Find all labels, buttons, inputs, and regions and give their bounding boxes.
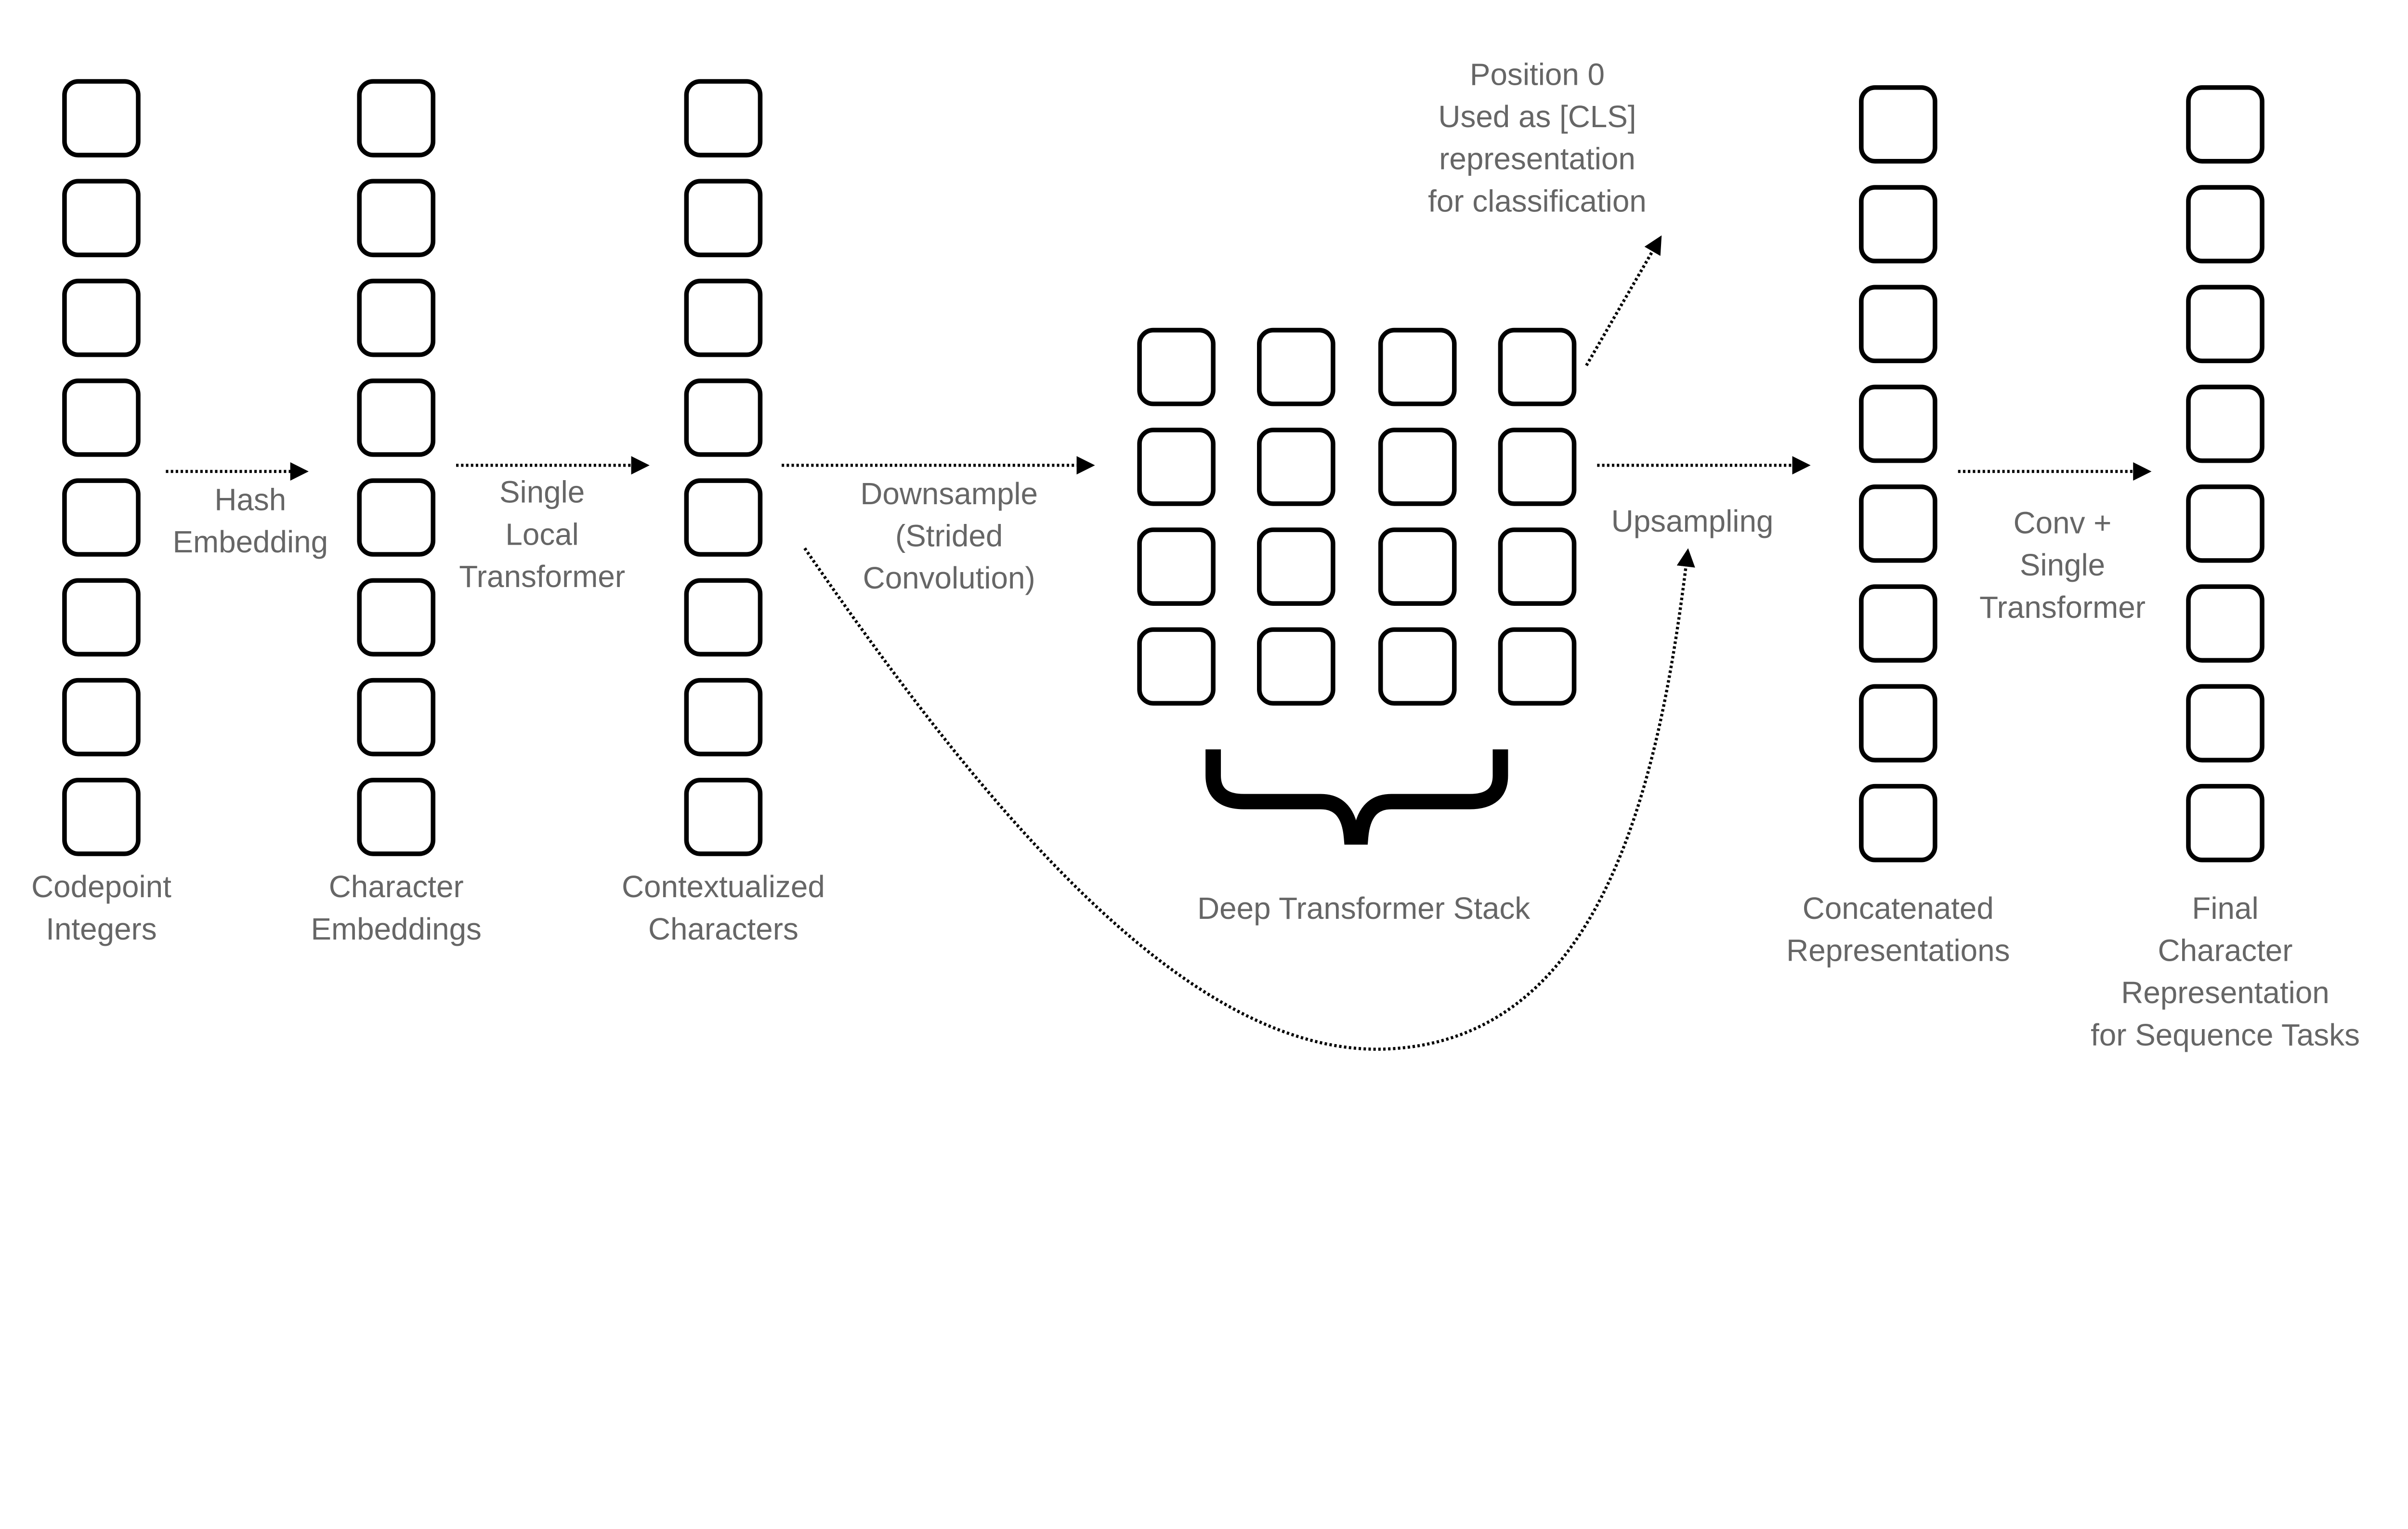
brace-icon: [1205, 749, 1508, 845]
single-local-transformer-label: Single: [499, 475, 585, 510]
single-local-transformer-label: Transformer: [459, 559, 625, 594]
codepoint-cell: [62, 678, 141, 757]
downsample-label: Convolution): [863, 561, 1035, 595]
transformer-stack-cell: [1137, 327, 1216, 406]
char-emb-label: Character: [329, 869, 464, 904]
codepoint-label: Codepoint: [31, 869, 171, 904]
deep-transformer-stack-label: Deep Transformer Stack: [1197, 891, 1530, 926]
codepoint-cell: [62, 179, 141, 258]
conv-single-transformer-label: Single: [2020, 548, 2105, 582]
concatenated-cell: [1859, 185, 1937, 263]
cls-position-label: for classification: [1428, 183, 1647, 218]
contextualized-cell: [684, 778, 763, 856]
final-cell: [2186, 285, 2264, 364]
contextualized-label: Contextualized: [622, 869, 825, 904]
final-cell: [2186, 684, 2264, 763]
canine-architecture-diagram: CodepointIntegersCharacterEmbeddingsCont…: [31, 57, 2360, 1052]
final-label: Character: [2158, 933, 2293, 967]
codepoint-cell: [62, 578, 141, 657]
concatenated-cell: [1859, 484, 1937, 563]
transformer-stack-cell: [1257, 627, 1335, 706]
final-cell: [2186, 484, 2264, 563]
codepoint-cell: [62, 778, 141, 856]
residual-skip-arrow: [803, 547, 1695, 1051]
char-emb-cell: [357, 678, 436, 757]
char-emb-cell: [357, 778, 436, 856]
transformer-stack-cell: [1498, 327, 1577, 406]
codepoint-cell: [62, 79, 141, 157]
concatenated-cell: [1859, 784, 1937, 863]
transformer-stack-cell: [1378, 627, 1457, 706]
hash-embedding-label: Embedding: [172, 524, 328, 559]
final-cell: [2186, 784, 2264, 863]
concatenated-cell: [1859, 384, 1937, 463]
contextualized-label: Characters: [648, 912, 798, 946]
contextualized-cell: [684, 678, 763, 757]
downsample-label: Downsample: [860, 476, 1038, 511]
char-emb-cell: [357, 278, 436, 357]
char-emb-cell: [357, 478, 436, 557]
transformer-stack-cell: [1498, 627, 1577, 706]
final-label: Final: [2192, 891, 2258, 926]
final-label: for Sequence Tasks: [2091, 1018, 2360, 1052]
contextualized-cell: [684, 379, 763, 457]
conv-single-transformer-label: Conv +: [2014, 505, 2112, 540]
conv-single-transformer-label: Transformer: [1979, 590, 2146, 625]
transformer-stack-cell: [1257, 428, 1335, 506]
final-cell: [2186, 384, 2264, 463]
cls-position-label: Position 0: [1470, 57, 1605, 91]
contextualized-cell: [684, 578, 763, 657]
concatenated-label: Concatenated: [1803, 891, 1994, 926]
final-label: Representation: [2121, 975, 2329, 1010]
transformer-stack-cell: [1257, 527, 1335, 606]
final-cell: [2186, 185, 2264, 263]
transformer-stack-cell: [1498, 527, 1577, 606]
final-cell: [2186, 85, 2264, 164]
contextualized-cell: [684, 79, 763, 157]
concatenated-cell: [1859, 684, 1937, 763]
transformer-stack-cell: [1378, 327, 1457, 406]
downsample-label: (Strided: [895, 519, 1003, 553]
char-emb-cell: [357, 379, 436, 457]
codepoint-cell: [62, 278, 141, 357]
contextualized-cell: [684, 278, 763, 357]
contextualized-cell: [684, 478, 763, 557]
transformer-stack-cell: [1498, 428, 1577, 506]
char-emb-label: Embeddings: [311, 912, 481, 946]
transformer-stack-cell: [1257, 327, 1335, 406]
char-emb-cell: [357, 578, 436, 657]
concatenated-cell: [1859, 285, 1937, 364]
transformer-stack-cell: [1137, 627, 1216, 706]
contextualized-cell: [684, 179, 763, 258]
hash-embedding-label: Hash: [214, 483, 286, 517]
transformer-stack-cell: [1137, 428, 1216, 506]
concatenated-cell: [1859, 85, 1937, 164]
codepoint-cell: [62, 478, 141, 557]
codepoint-cell: [62, 379, 141, 457]
final-cell: [2186, 584, 2264, 663]
cls-arrow: [1585, 235, 1662, 366]
cls-position-label: Used as [CLS]: [1438, 99, 1636, 134]
transformer-stack-cell: [1137, 527, 1216, 606]
cls-position-label: representation: [1439, 142, 1636, 176]
transformer-stack-cell: [1378, 428, 1457, 506]
concatenated-cell: [1859, 584, 1937, 663]
concatenated-label: Representations: [1786, 933, 2010, 967]
char-emb-cell: [357, 79, 436, 157]
transformer-stack-cell: [1378, 527, 1457, 606]
codepoint-label: Integers: [46, 912, 157, 946]
single-local-transformer-label: Local: [505, 517, 578, 551]
char-emb-cell: [357, 179, 436, 258]
upsampling-label: Upsampling: [1611, 504, 1774, 538]
